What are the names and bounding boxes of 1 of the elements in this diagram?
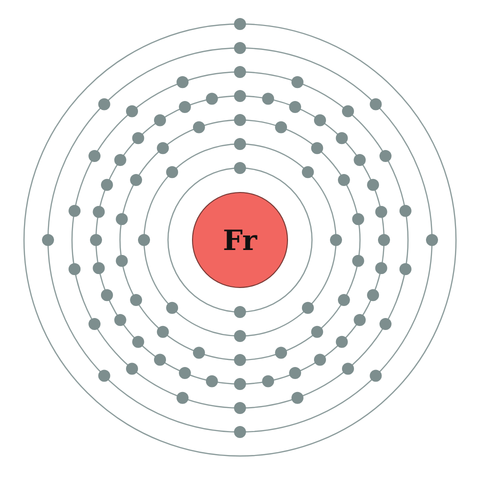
nucleus-circle: Fr <box>192 192 288 288</box>
